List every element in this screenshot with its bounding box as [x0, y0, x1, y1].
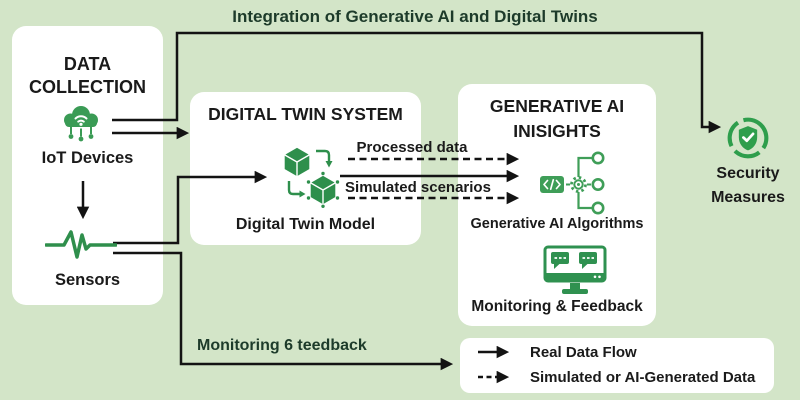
diagram-title: Integration of Generative AI and Digital… — [232, 7, 598, 26]
security-shield-icon — [727, 117, 769, 159]
monitoring-flow-label: Monitoring 6 teedback — [197, 337, 367, 354]
simulated-scenarios-label: Simulated scenarios — [345, 179, 491, 196]
generative-ai-algorithms-label: Generative AI Algorithms — [470, 216, 644, 232]
data-collection-title-line1: DATA — [63, 54, 112, 74]
generative-ai-algorithms-icon — [540, 151, 605, 215]
digital-twin-title: DIGITAL TWIN SYSTEM — [208, 104, 403, 124]
legend-simulated-label: Simulated or AI-Generated Data — [530, 369, 756, 386]
generative-ai-title-line1: GENERATIVE AI — [489, 96, 625, 116]
security-label-line1: Security — [716, 165, 780, 182]
security-label-line2: Measures — [711, 189, 785, 206]
sensors-label: Sensors — [54, 271, 121, 289]
monitoring-feedback-icon — [543, 245, 607, 294]
data-collection-title: DATA COLLECTION — [12, 53, 163, 99]
iot-cloud-icon — [64, 106, 98, 142]
sensor-pulse-icon — [45, 230, 117, 259]
legend-real-label: Real Data Flow — [530, 344, 637, 361]
data-collection-title-line2: COLLECTION — [29, 77, 146, 97]
generative-ai-title-line2: INISIGHTS — [513, 121, 601, 141]
monitoring-feedback-label: Monitoring & Feedback — [471, 298, 643, 315]
processed-data-label: Processed data — [356, 139, 468, 156]
generative-ai-title: GENERATIVE AI INISIGHTS — [458, 94, 656, 144]
legend-panel — [460, 338, 774, 393]
digital-twin-model-label: Digital Twin Model — [235, 216, 376, 233]
security-measures-label: Security Measures — [700, 162, 796, 210]
iot-devices-label: IoT Devices — [41, 149, 134, 167]
digital-twin-cubes-icon — [283, 146, 340, 208]
